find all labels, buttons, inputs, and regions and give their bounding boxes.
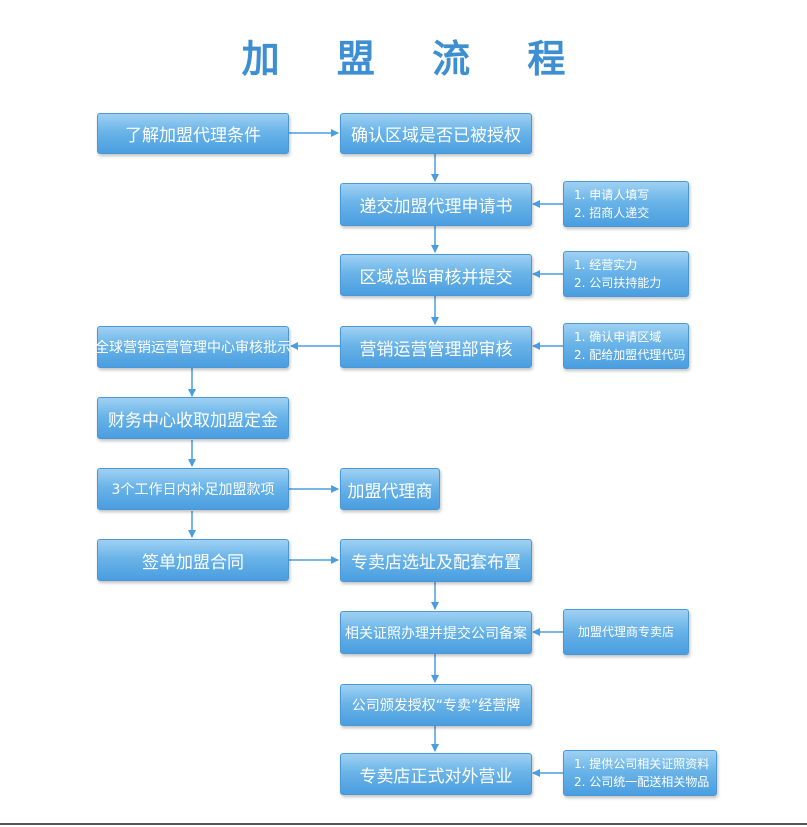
note-regional-line-1: 1. 经营实力 <box>574 258 638 272</box>
box-sign-contract: 签单加盟合同 <box>97 539 289 581</box>
note-cert-line: 加盟代理商专卖店 <box>577 625 674 639</box>
note-application: 1. 申请人填写 2. 招商人递交 <box>563 181 689 227</box>
note-marketing-line-2: 2. 配给加盟代理代码 <box>574 348 686 362</box>
box-finance-deposit: 财务中心收取加盟定金 <box>97 397 289 439</box>
note-opening-line-2: 2. 公司统一配送相关物品 <box>574 775 710 789</box>
box-franchise-agent: 加盟代理商 <box>340 468 440 510</box>
note-opening: 1. 提供公司相关证照资料 2. 公司统一配送相关物品 <box>563 750 717 796</box>
box-marketing-review: 营销运营管理部审核 <box>340 326 532 368</box>
box-store-site: 专卖店选址及配套布置 <box>340 539 532 582</box>
box-submit-application: 递交加盟代理申请书 <box>340 183 532 226</box>
note-opening-line-1: 1. 提供公司相关证照资料 <box>574 757 710 771</box>
box-three-days-payment: 3个工作日内补足加盟款项 <box>97 468 289 510</box>
box-store-opening: 专卖店正式对外营业 <box>340 753 532 795</box>
note-regional-line-2: 2. 公司扶持能力 <box>574 276 662 290</box>
note-application-line-1: 1. 申请人填写 <box>574 188 650 202</box>
box-confirm-region: 确认区域是否已被授权 <box>340 113 532 154</box>
note-marketing: 1. 确认申请区域 2. 配给加盟代理代码 <box>563 323 689 369</box>
page-title: 加 盟 流 程 <box>241 37 588 81</box>
note-marketing-line-1: 1. 确认申请区域 <box>574 330 662 344</box>
note-cert: 加盟代理商专卖店 <box>563 609 689 655</box>
bottom-divider <box>0 823 807 825</box>
note-application-line-2: 2. 招商人递交 <box>574 206 650 220</box>
box-global-approval: 全球营销运营管理中心审核批示 <box>95 326 291 368</box>
box-certificates: 相关证照办理并提交公司备案 <box>340 611 532 654</box>
box-regional-review: 区域总监审核并提交 <box>340 254 532 296</box>
box-understand-conditions: 了解加盟代理条件 <box>97 113 289 154</box>
note-regional: 1. 经营实力 2. 公司扶持能力 <box>563 251 689 297</box>
box-issue-license: 公司颁发授权“专卖”经营牌 <box>340 684 532 726</box>
